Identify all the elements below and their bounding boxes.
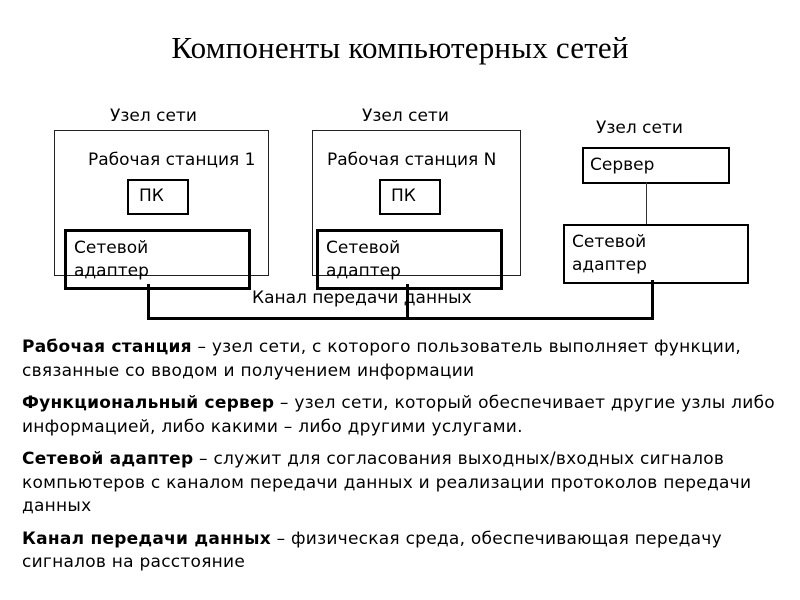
channel-label: Канал передачи данных <box>252 288 472 308</box>
text-adapter: – служит для согласования выходных/входн… <box>22 449 752 516</box>
node-label-3: Узел сети <box>596 118 683 138</box>
adapter-box-2: Сетевой адаптер <box>316 229 503 290</box>
pc-label-2: ПК <box>391 186 416 206</box>
server-link-line <box>646 182 647 224</box>
definitions-list: Рабочая станция – узел сети, с которого … <box>22 336 782 584</box>
node-label-2: Узел сети <box>362 106 449 126</box>
text-workstation: – узел сети, с которого пользователь вып… <box>22 337 742 381</box>
term-workstation: Рабочая станция <box>22 337 192 357</box>
text-channel: – физическая среда, обеспечивающая перед… <box>22 528 722 573</box>
channel-drop-2 <box>406 284 409 320</box>
term-channel: Канал передачи данных <box>22 528 271 549</box>
node-frame-1 <box>54 130 269 276</box>
adapter-box-3: Сетевой адаптер <box>563 224 749 284</box>
node-label-1: Узел сети <box>110 106 197 126</box>
channel-drop-1 <box>147 284 150 320</box>
pc-box-1: ПК <box>127 179 189 215</box>
definition-channel: Канал передачи данных – физическая среда… <box>22 528 782 575</box>
text-server: – узел сети, который обеспечивает другие… <box>22 393 775 437</box>
adapter-label-1: Сетевой адаптер <box>74 238 149 281</box>
node-frame-2 <box>312 130 521 276</box>
adapter-label-3: Сетевой адаптер <box>572 232 647 275</box>
pc-box-2: ПК <box>379 179 441 215</box>
server-box: Сервер <box>582 147 730 184</box>
workstation-1-label: Рабочая станция 1 <box>88 150 256 170</box>
page-title: Компоненты компьютерных сетей <box>171 30 629 65</box>
server-label: Сервер <box>590 155 655 175</box>
adapter-box-1: Сетевой адаптер <box>64 229 251 290</box>
workstation-n-label: Рабочая станция N <box>327 150 497 170</box>
definition-server: Функциональный сервер – узел сети, котор… <box>22 392 782 439</box>
adapter-label-2: Сетевой адаптер <box>326 238 401 281</box>
definition-adapter: Сетевой адаптер – служит для согласовани… <box>22 448 782 519</box>
term-adapter: Сетевой адаптер <box>22 449 194 469</box>
channel-line <box>147 317 654 320</box>
term-server: Функциональный сервер <box>22 393 275 413</box>
network-diagram: Узел сети Рабочая станция 1 ПК Сетевой а… <box>54 106 749 320</box>
pc-label-1: ПК <box>139 186 164 206</box>
definition-workstation: Рабочая станция – узел сети, с которого … <box>22 336 782 383</box>
channel-drop-3 <box>651 280 654 320</box>
